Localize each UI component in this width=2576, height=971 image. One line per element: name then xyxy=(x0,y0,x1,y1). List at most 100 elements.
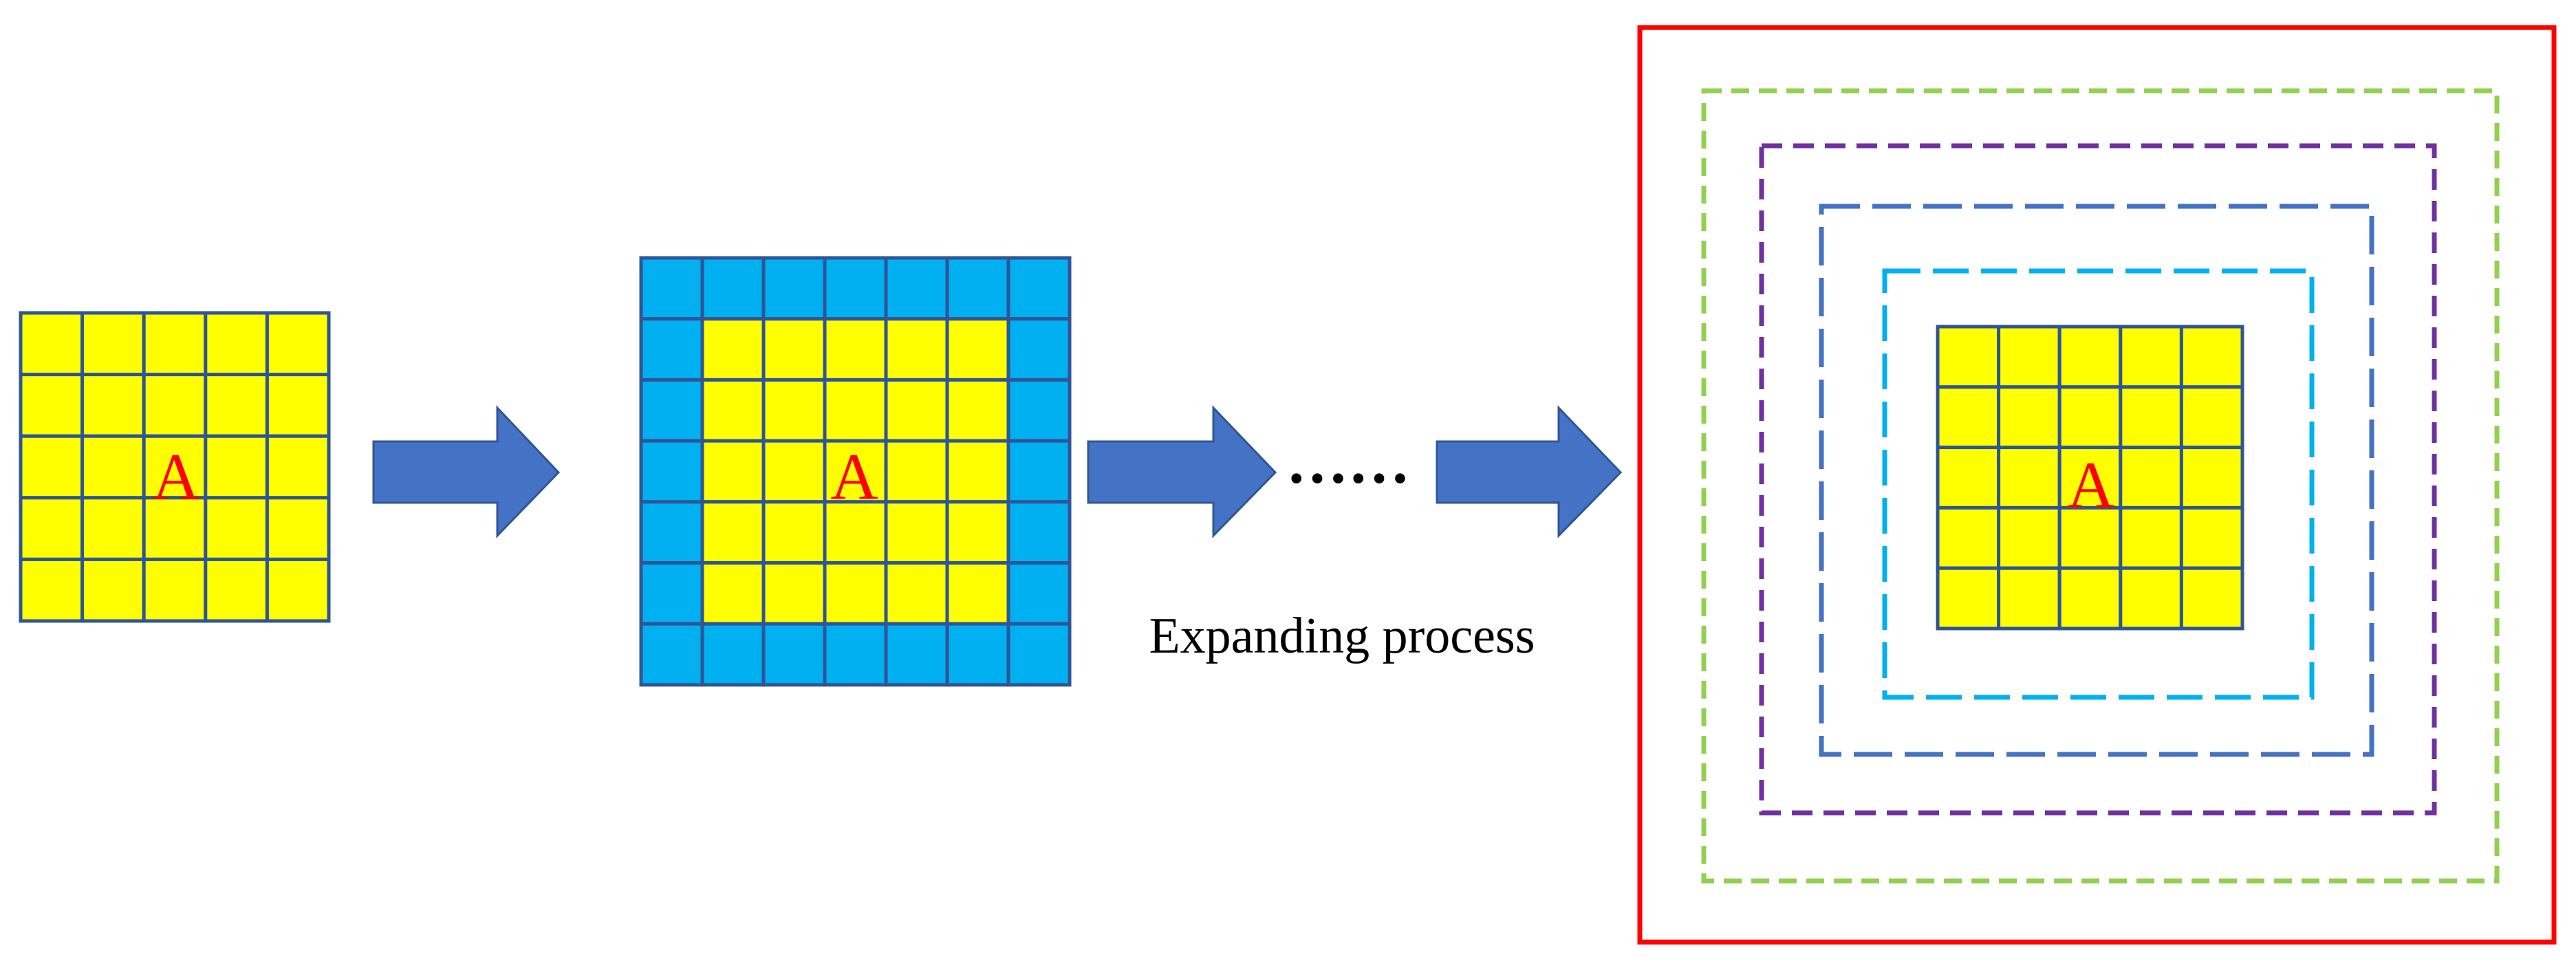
grid-cell xyxy=(700,500,766,565)
grid-cell xyxy=(204,496,269,561)
grid-cell xyxy=(142,373,208,438)
grid-cell xyxy=(823,317,888,382)
grid-cell xyxy=(1997,505,2061,570)
border-cell xyxy=(639,439,704,504)
border-cell xyxy=(823,256,888,321)
grid-cell xyxy=(1936,446,2001,510)
grid-label-initial: A xyxy=(152,440,199,514)
grid-cell xyxy=(884,378,949,443)
grid-cell xyxy=(19,557,85,623)
grid-cell xyxy=(1997,385,2061,450)
grid-cell xyxy=(80,496,146,561)
grid-cell xyxy=(761,500,827,565)
grid-cell xyxy=(823,378,888,443)
grid-cell xyxy=(1936,325,2001,389)
border-cell xyxy=(884,256,949,321)
grid-cell xyxy=(204,434,269,500)
continuation-dots: …… xyxy=(1286,428,1410,497)
grid-cell xyxy=(19,373,85,438)
grid-cell xyxy=(2179,446,2244,510)
expanded-grid xyxy=(639,256,1072,687)
border-cell xyxy=(639,622,704,687)
border-cell xyxy=(1006,622,1072,687)
grid-cell xyxy=(761,317,827,382)
border-cell xyxy=(1006,439,1072,504)
grid-label-final: A xyxy=(2067,448,2114,522)
grid-cell xyxy=(945,500,1010,565)
grid-cell xyxy=(700,439,766,504)
border-cell xyxy=(1006,317,1072,382)
grid-cell xyxy=(2119,505,2183,570)
grid-cell xyxy=(142,311,208,377)
final-grid xyxy=(1936,325,2244,631)
grid-cell xyxy=(2057,385,2123,450)
grid-cell xyxy=(19,496,85,561)
grid-cell xyxy=(204,557,269,623)
border-cell xyxy=(700,256,766,321)
grid-cell xyxy=(80,434,146,500)
grid-cell xyxy=(823,561,888,626)
grid-cell xyxy=(761,378,827,443)
right-arrow-2 xyxy=(1087,405,1277,538)
grid-cell xyxy=(2119,566,2183,631)
grid-cell xyxy=(945,561,1010,626)
border-cell xyxy=(1006,500,1072,565)
grid-cell xyxy=(1997,325,2061,389)
dashed-ring-third xyxy=(1819,204,2374,757)
dashed-ring-second xyxy=(1759,143,2437,816)
grid-cell xyxy=(1936,566,2001,631)
right-arrow-1 xyxy=(372,405,561,538)
grid-cell xyxy=(1936,505,2001,570)
border-cell xyxy=(639,378,704,443)
grid-cell xyxy=(80,373,146,438)
grid-cell xyxy=(265,373,331,438)
border-cell xyxy=(945,622,1010,687)
right-arrow-3 xyxy=(1436,405,1623,538)
grid-label-expanded: A xyxy=(830,440,878,514)
border-cell xyxy=(1006,378,1072,443)
dashed-ring-inner xyxy=(1882,268,2315,700)
border-cell xyxy=(639,561,704,626)
grid-cell xyxy=(2119,325,2183,389)
border-cell xyxy=(761,256,827,321)
grid-cell xyxy=(700,317,766,382)
grid-cell xyxy=(945,317,1010,382)
expanding-process-caption: Expanding process xyxy=(1149,608,1535,664)
grid-cell xyxy=(142,557,208,623)
grid-cell xyxy=(884,561,949,626)
grid-cell xyxy=(265,496,331,561)
grid-cell xyxy=(761,439,827,504)
border-cell xyxy=(884,622,949,687)
grid-cell xyxy=(2057,325,2123,389)
grid-cell xyxy=(19,311,85,377)
dashed-ring-outer xyxy=(1701,88,2500,884)
grid-cell xyxy=(1997,446,2061,510)
initial-grid xyxy=(19,311,331,623)
grid-cell xyxy=(884,317,949,382)
grid-cell xyxy=(884,439,949,504)
grid-cell xyxy=(1997,566,2061,631)
border-cell xyxy=(639,256,704,321)
grid-cell xyxy=(2057,566,2123,631)
grid-cell xyxy=(700,378,766,443)
grid-cell xyxy=(2179,505,2244,570)
grid-cell xyxy=(700,561,766,626)
grid-cell xyxy=(2119,385,2183,450)
grid-cell xyxy=(1936,385,2001,450)
grid-cell xyxy=(823,439,888,504)
grid-cell xyxy=(265,557,331,623)
grid-cell xyxy=(80,311,146,377)
border-cell xyxy=(1006,561,1072,626)
grid-cell xyxy=(2179,385,2244,450)
border-cell xyxy=(945,256,1010,321)
grid-cell xyxy=(265,434,331,500)
grid-cell xyxy=(19,434,85,500)
border-cell xyxy=(639,317,704,382)
grid-cell xyxy=(884,500,949,565)
border-cell xyxy=(823,622,888,687)
grid-cell xyxy=(2179,325,2244,389)
grid-cell xyxy=(2057,505,2123,570)
grid-cell xyxy=(80,557,146,623)
outer-frame xyxy=(1637,25,2557,945)
